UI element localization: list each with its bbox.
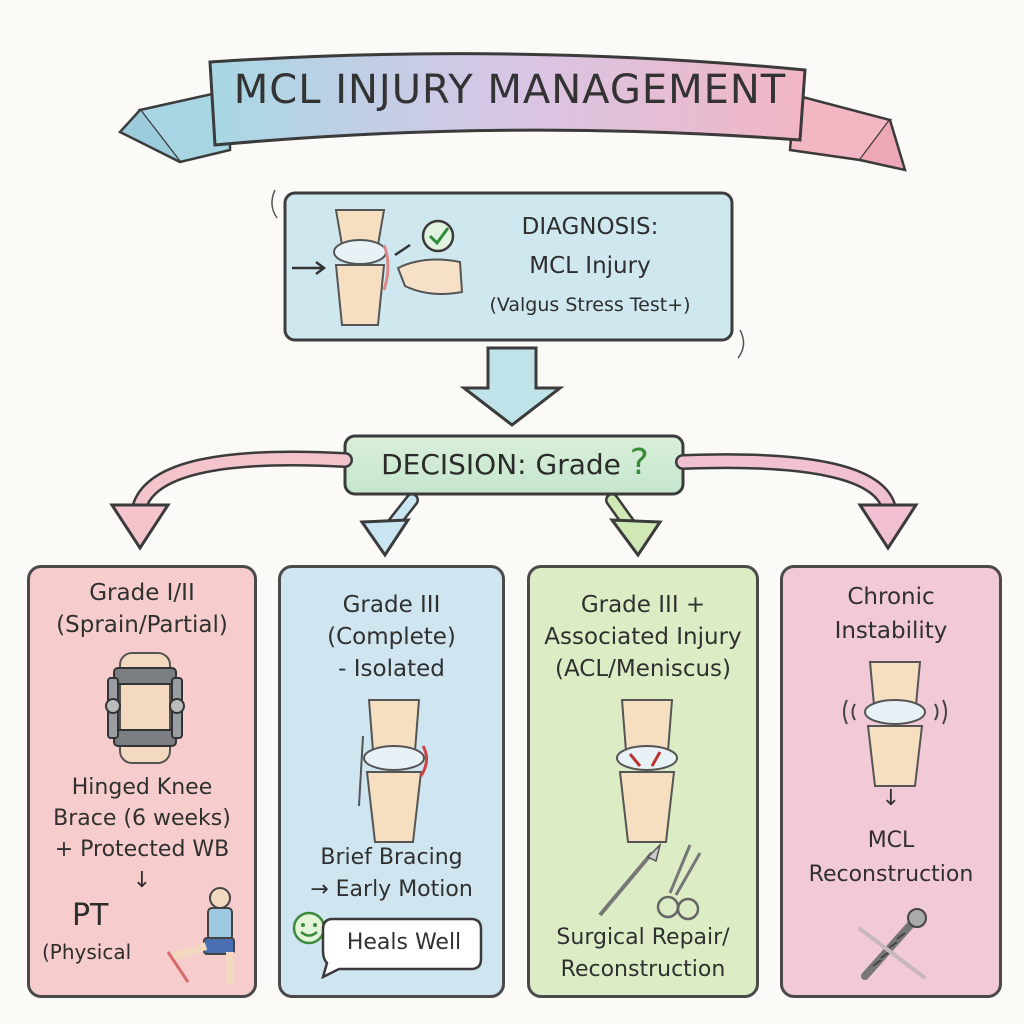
card-body-line-2: → Early Motion — [310, 877, 473, 902]
card-title-line-2: Associated Injury — [544, 624, 742, 650]
exercise-figure-icon — [166, 887, 235, 984]
banner-left-tail — [137, 88, 232, 164]
card-body-line-2: Reconstruction — [560, 957, 726, 982]
down-arrow-icon: ↓ — [881, 786, 901, 811]
heals-well-label: Heals Well — [346, 930, 462, 955]
card-title-line-1: Grade III + — [580, 592, 706, 618]
card-body-line-1: Hinged Knee — [71, 775, 213, 800]
diagnosis-test: (Valgus Stress Test+) — [489, 294, 691, 316]
question-mark-icon: ? — [629, 442, 649, 483]
scalpel-icon — [598, 851, 654, 917]
forceps-icon — [668, 844, 702, 896]
card-title-line-1: Grade III — [342, 592, 441, 618]
decision-text: DECISION: Grade — [381, 448, 621, 481]
card-body-line-1: Surgical Repair/ — [556, 925, 730, 950]
diagnosis-box — [271, 189, 745, 359]
card-title-line-2: (Complete) — [327, 624, 456, 650]
card-body-line-1: Brief Bracing — [320, 845, 463, 870]
surgical-tools-icon — [598, 843, 702, 921]
card-grade-3-isolated: Grade III (Complete) - Isolated Brief Br… — [278, 565, 505, 998]
card-body-line-1: MCL — [867, 828, 915, 853]
check-icon — [421, 219, 455, 253]
card-title-line-1: Grade I/II — [89, 580, 195, 606]
knee-joint-icon — [358, 699, 428, 843]
card-grade-1-2: Grade I/II (Sprain/Partial) Hinged Knee … — [27, 565, 257, 998]
knee-brace-icon — [105, 652, 185, 764]
card-body-line-2: Reconstruction — [808, 862, 974, 887]
card-body-line-3: + Protected WB — [54, 837, 230, 862]
card-title-line-2: Instability — [834, 618, 948, 644]
card-title-line-3: - Isolated — [338, 656, 445, 682]
card-chronic-instability: Chronic Instability ↓ MCL Reconstruction — [780, 565, 1002, 998]
title-banner — [117, 52, 907, 172]
down-arrow — [459, 346, 565, 427]
decision-label: DECISION: Grade ? — [350, 441, 680, 484]
down-arrow-icon: ↓ — [132, 868, 152, 893]
card-title-line-3: (ACL/Meniscus) — [554, 656, 732, 682]
banner-ribbon — [208, 52, 807, 147]
page-title: MCL INJURY MANAGEMENT — [233, 67, 787, 113]
card-title-line-1: Chronic — [847, 584, 935, 610]
card-body-line-2: Brace (6 weeks) — [53, 806, 231, 831]
pt-label: PT — [72, 898, 109, 933]
card-title-line-2: (Sprain/Partial) — [56, 612, 228, 638]
hand-icon — [396, 258, 464, 295]
branch-arrows — [109, 450, 919, 558]
speech-bubble — [321, 917, 483, 979]
pt-sub-label: (Physical — [42, 940, 132, 964]
injured-knee-icon — [616, 699, 678, 843]
diagnosis-heading: DIAGNOSIS: — [521, 214, 659, 240]
diagnosis-condition: MCL Injury — [529, 253, 651, 279]
knee-joint-icon — [333, 209, 390, 326]
screw-icon — [857, 908, 927, 980]
card-grade-3-associated: Grade III + Associated Injury (ACL/Menis… — [527, 565, 759, 998]
knee-joint-icon — [843, 661, 947, 787]
